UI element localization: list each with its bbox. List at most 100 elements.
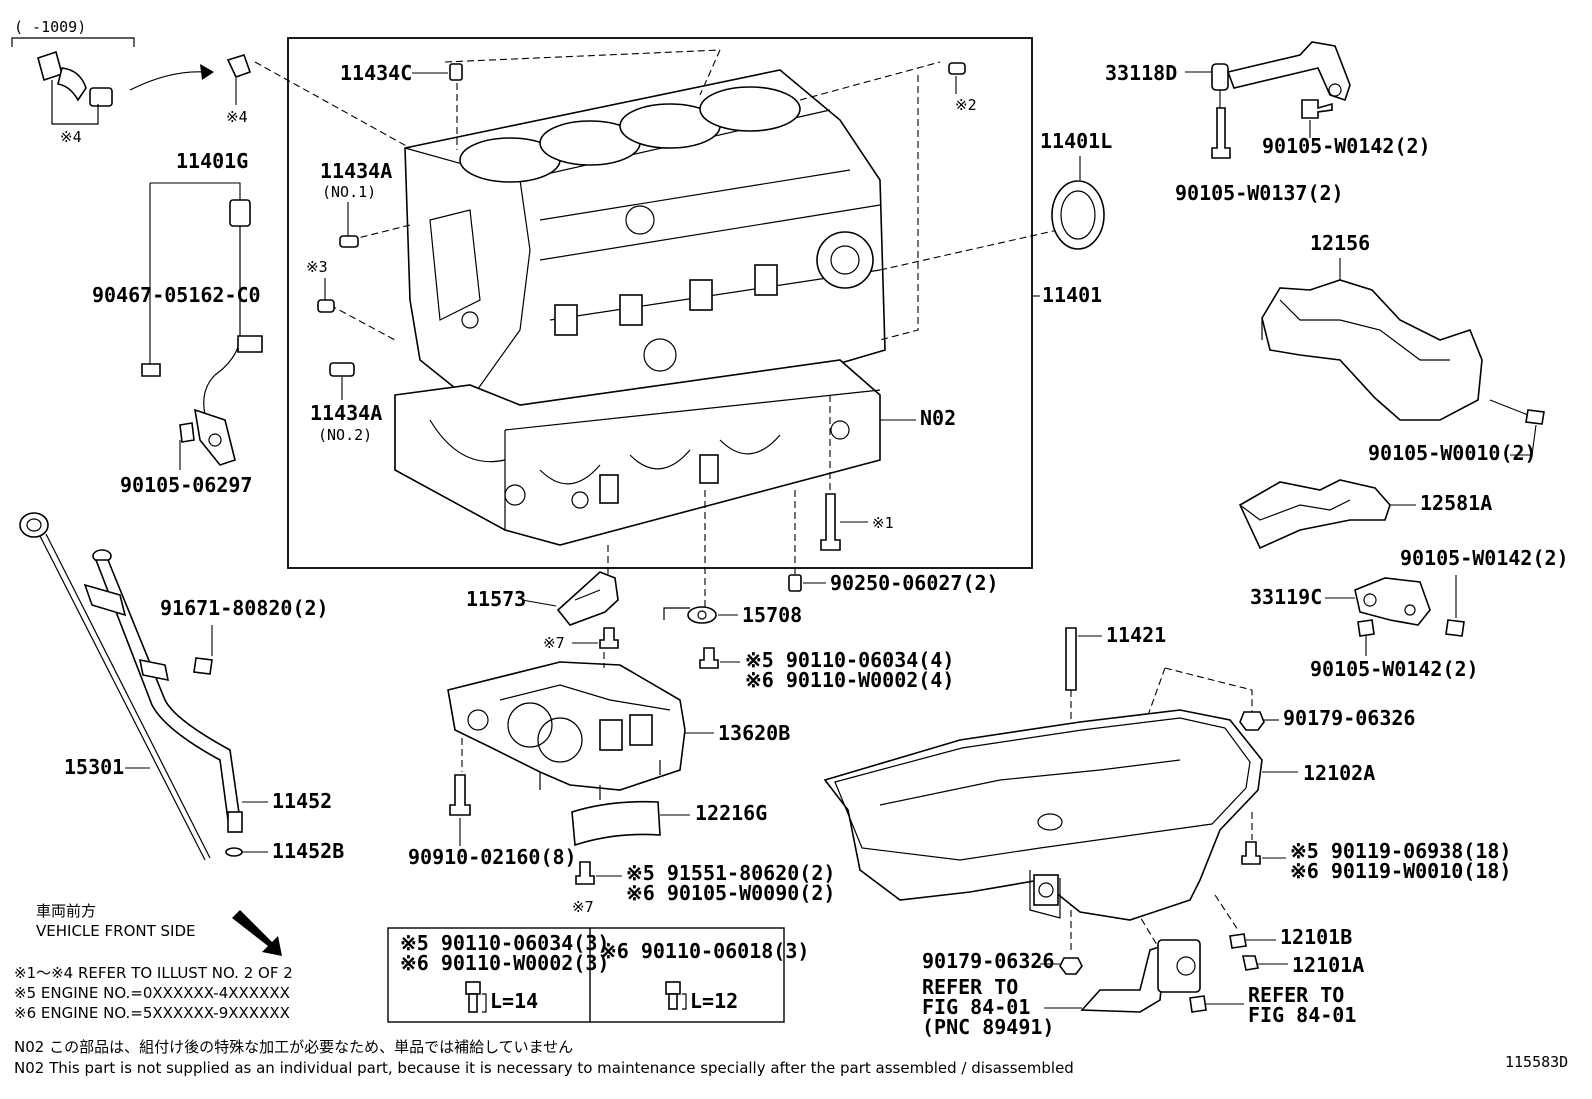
table-right-line1: ※6 90110-06018(3)	[600, 939, 809, 963]
callout-11434A-no1: 11434A	[320, 159, 392, 183]
refer-b-2: FIG 84-01	[1248, 1003, 1356, 1027]
callout-ref1: ※1	[872, 514, 894, 532]
note-engine-6: ※6 ENGINE NO.=5XXXXXX-9XXXXXX	[14, 1004, 290, 1022]
bolt-06938	[1241, 841, 1261, 865]
gasket-12101B	[1229, 933, 1247, 949]
refer-a-2: FIG 84-01	[922, 995, 1030, 1019]
bolt-91671	[193, 657, 213, 675]
callout-11452B: 11452B	[272, 839, 344, 863]
callout-91551-80620: ※5 91551-80620(2)	[626, 861, 835, 885]
pin-11434C	[449, 63, 463, 81]
table-left-length: L=14	[490, 989, 538, 1013]
dash-leaders-block	[254, 49, 1081, 610]
callout-90105-W0137: 90105-W0137(2)	[1175, 181, 1344, 205]
callout-ref7b: ※7	[572, 898, 594, 916]
callout-ref3: ※3	[306, 258, 328, 276]
oil-nozzle-drawing	[663, 606, 717, 624]
callout-11573: 11573	[466, 587, 526, 611]
serial-note: ( -1009)	[14, 18, 86, 36]
callout-12156: 12156	[1310, 231, 1370, 255]
callout-90119-06938: ※5 90119-06938(18)	[1290, 839, 1511, 863]
pin-3	[317, 299, 335, 313]
arrow-fitting	[129, 71, 206, 91]
callout-11401: 11401	[1042, 283, 1102, 307]
front-side-en: VEHICLE FRONT SIDE	[36, 922, 196, 940]
bolt-w0142-top	[1301, 99, 1333, 119]
front-arrow-icon	[232, 910, 282, 956]
callout-13620B: 13620B	[718, 721, 790, 745]
bolt-ref1	[820, 493, 841, 551]
callout-11434A-no2-sub: (NO.2)	[318, 426, 372, 444]
cylinder-block-drawing	[404, 69, 886, 431]
callout-11452: 11452	[272, 789, 332, 813]
bolt-w0137	[1211, 107, 1231, 159]
bolt-table: ※5 90110-06034(3) ※6 90110-W0002(3) ※6 9…	[387, 927, 809, 1023]
callout-90119-W0010: ※6 90119-W0010(18)	[1290, 859, 1511, 883]
callout-N02: N02	[920, 406, 956, 430]
o-ring-11452B	[225, 847, 243, 857]
table-right-length: L=12	[690, 989, 738, 1013]
oil-level-sensor-drawing	[1080, 939, 1201, 1013]
callout-90105-W0142-b: 90105-W0142(2)	[1400, 546, 1569, 570]
pin-11434A-no1	[339, 235, 359, 248]
plate-12216G	[571, 800, 661, 847]
refer-b-1: REFER TO	[1248, 983, 1344, 1007]
nut-06326-bottom	[1059, 957, 1083, 975]
oil-level-gauge-drawing	[19, 512, 211, 861]
callout-12101A: 12101A	[1292, 953, 1364, 977]
bracket-33118D-drawing	[1211, 41, 1351, 102]
callout-90910-02160: 90910-02160(8)	[408, 845, 577, 869]
note-engine-5: ※5 ENGINE NO.=0XXXXXX-4XXXXXX	[14, 984, 290, 1002]
callout-11401G: 11401G	[176, 149, 248, 173]
clip-05162	[141, 363, 161, 377]
rear-oil-seal	[1051, 180, 1105, 250]
bolt-w0142-left	[1357, 619, 1375, 637]
serial-bracket	[11, 37, 135, 47]
table-left-line1: ※5 90110-06034(3)	[400, 931, 609, 955]
bolt-sensor	[1189, 995, 1207, 1013]
refer-a-1: REFER TO	[922, 975, 1018, 999]
baffle-11573-drawing	[556, 571, 619, 626]
callout-12581A: 12581A	[1420, 491, 1492, 515]
pin-11434A-no2	[329, 362, 355, 377]
callout-90105-W0010-a: 90105-W0010(2)	[1368, 441, 1537, 465]
callout-12101B: 12101B	[1280, 925, 1352, 949]
callout-11421: 11421	[1106, 623, 1166, 647]
block-assembly-frame	[287, 37, 1033, 569]
callout-ref7a: ※7	[543, 634, 565, 652]
plug-12101A	[1242, 955, 1259, 971]
bolt-w0010-a	[1525, 409, 1545, 425]
ref4a-label: ※4	[60, 128, 82, 146]
note-n02-en: N02 This part is not supplied as an indi…	[14, 1059, 1074, 1077]
lower-crankcase-drawing	[394, 359, 881, 546]
pin-90250	[788, 574, 802, 592]
callout-90105-W0142-c: 90105-W0142(2)	[1310, 657, 1479, 681]
refer-a-3: (PNC 89491)	[922, 1015, 1054, 1039]
front-side-jp: 車両前方	[36, 902, 96, 920]
callout-15301: 15301	[64, 755, 124, 779]
water-fitting-drawing	[37, 50, 113, 125]
insulator-12156-drawing	[1261, 279, 1483, 421]
callout-11434A-no1-sub: (NO.1)	[322, 183, 376, 201]
callout-11434C: 11434C	[340, 61, 412, 85]
callout-91671-80820: 91671-80820(2)	[160, 596, 329, 620]
callout-33118D: 33118D	[1105, 61, 1177, 85]
callout-33119C: 33119C	[1250, 585, 1322, 609]
table-left-bolt-icon	[465, 981, 487, 1013]
bolt-nozzle	[699, 647, 719, 669]
callout-ref2: ※2	[955, 96, 977, 114]
dash-pan	[1070, 667, 1253, 951]
diagram-id: 115583D	[1505, 1053, 1568, 1071]
callout-11434A-no2: 11434A	[310, 401, 382, 425]
knock-sensor-drawing	[179, 199, 263, 466]
callout-90110-06034-4: ※5 90110-06034(4)	[745, 648, 954, 672]
table-right-bolt-icon	[665, 981, 687, 1010]
insulator-12581A-drawing	[1238, 479, 1391, 550]
callout-90105-W0142-a: 90105-W0142(2)	[1262, 134, 1431, 158]
stud-11421	[1065, 627, 1077, 691]
callout-11401L: 11401L	[1040, 129, 1112, 153]
table-left-line2: ※6 90110-W0002(3)	[400, 951, 609, 975]
callout-90467-05162-C0: 90467-05162-C0	[92, 283, 261, 307]
oil-level-guide-drawing	[83, 549, 243, 833]
callout-12102A: 12102A	[1303, 761, 1375, 785]
